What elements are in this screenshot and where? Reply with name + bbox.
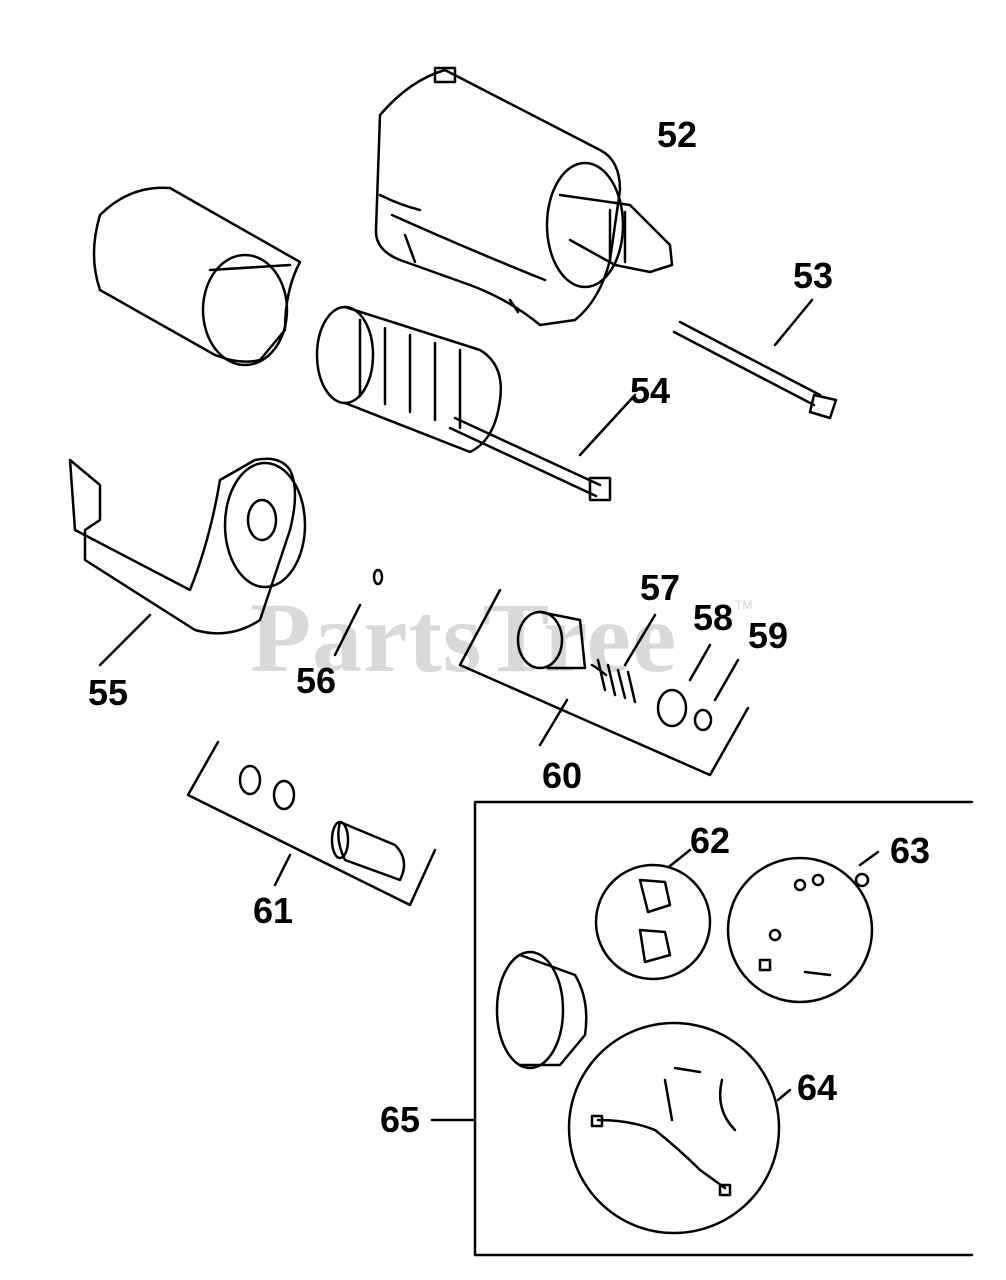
callout-57: 57 — [640, 567, 681, 608]
callout-53: 53 — [793, 255, 834, 296]
callout-55: 55 — [88, 672, 129, 713]
part-53-thru-bolt — [672, 298, 838, 420]
callout-64: 64 — [797, 1067, 838, 1108]
part-56-washer — [333, 568, 384, 657]
watermark-trademark: TM — [735, 598, 753, 612]
callout-60: 60 — [542, 755, 583, 796]
part-60-drive-kit — [458, 588, 750, 777]
callout-59: 59 — [748, 615, 789, 656]
callout-63: 63 — [890, 830, 931, 871]
part-62-brush-holders — [594, 848, 712, 981]
part-55-end-bracket — [68, 457, 307, 667]
part-housing-sleeve — [92, 186, 302, 367]
callout-65: 65 — [380, 1099, 421, 1140]
part-63-hardware-kit — [726, 850, 880, 1004]
callout-52: 52 — [657, 114, 698, 155]
part-54-armature — [315, 305, 637, 502]
part-61-bushing-kit — [186, 740, 437, 907]
callout-62: 62 — [690, 820, 731, 861]
callout-56: 56 — [296, 660, 337, 701]
part-65-brush-kit-frame — [430, 800, 974, 1257]
callout-61: 61 — [253, 890, 294, 931]
part-52-starter-motor — [374, 66, 674, 327]
part-64-brush-wiring — [567, 1021, 792, 1235]
callout-54: 54 — [630, 370, 671, 411]
callout-58: 58 — [693, 597, 734, 638]
